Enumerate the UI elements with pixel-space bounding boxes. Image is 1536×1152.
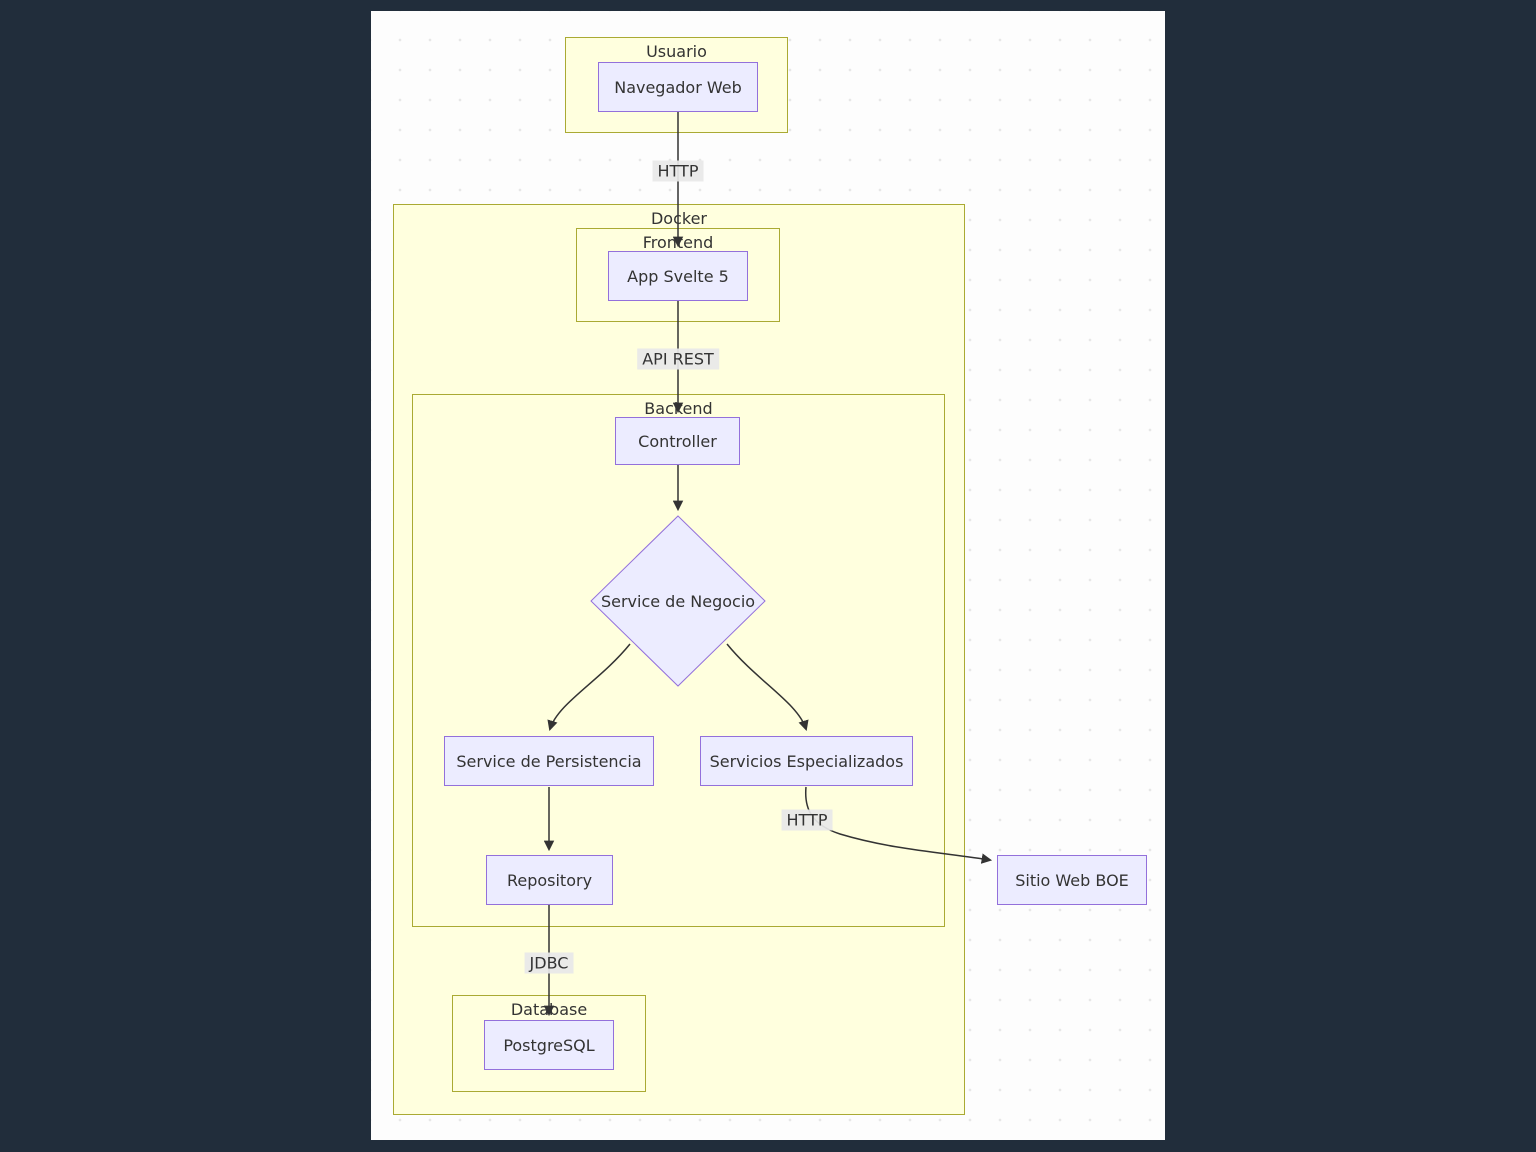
node-service-persistencia-label: Service de Persistencia (456, 751, 642, 771)
cluster-docker-label: Docker (650, 209, 708, 228)
node-service-negocio: Service de Negocio (590, 515, 766, 687)
node-servicios-especializados-label: Servicios Especializados (709, 751, 904, 771)
edge-label-http-browser: HTTP (652, 160, 704, 182)
edge-label-http-boe: HTTP (781, 809, 833, 831)
edge-label-api-rest: API REST (637, 348, 719, 370)
node-repository-label: Repository (506, 870, 593, 890)
node-service-persistencia: Service de Persistencia (444, 736, 654, 786)
node-navegador-web-label: Navegador Web (614, 77, 742, 97)
node-sitio-web-boe: Sitio Web BOE (997, 855, 1147, 905)
diamond-shape-icon (590, 515, 766, 687)
node-app-svelte-5: App Svelte 5 (608, 251, 748, 301)
node-sitio-web-boe-label: Sitio Web BOE (1015, 870, 1129, 890)
node-repository: Repository (486, 855, 613, 905)
cluster-usuario-label: Usuario (646, 42, 707, 61)
node-app-svelte-5-label: App Svelte 5 (627, 266, 729, 286)
node-postgresql-label: PostgreSQL (503, 1035, 595, 1055)
node-navegador-web: Navegador Web (598, 62, 758, 112)
node-service-negocio-label: Service de Negocio (600, 591, 756, 611)
node-servicios-especializados: Servicios Especializados (700, 736, 913, 786)
cluster-backend-label: Backend (644, 399, 713, 418)
node-postgresql: PostgreSQL (484, 1020, 614, 1070)
node-controller: Controller (615, 417, 740, 465)
edge-label-jdbc: JDBC (524, 952, 574, 974)
cluster-database-label: Database (510, 1000, 588, 1019)
node-controller-label: Controller (638, 431, 717, 451)
cluster-frontend-label: Frontend (642, 233, 714, 252)
